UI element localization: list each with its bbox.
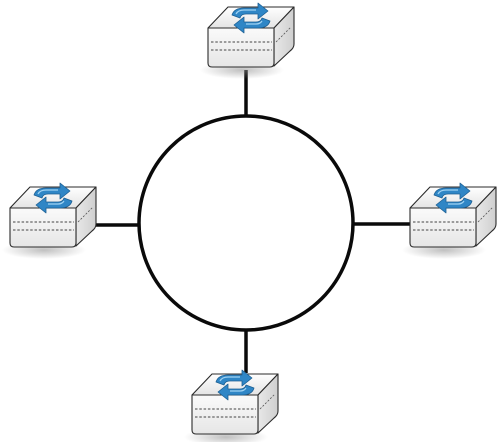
device-side-face (75, 186, 97, 247)
switch-right (402, 182, 497, 259)
device-front-face (409, 207, 477, 248)
device-front-face (207, 27, 275, 68)
switch-arrows-icon (33, 182, 73, 214)
switch-arrows-icon (231, 2, 271, 34)
ring-network (137, 114, 355, 332)
switch-arrows-icon (215, 369, 255, 401)
switch-arrows-icon (433, 182, 473, 214)
device-side-face (273, 6, 295, 67)
switch-top (200, 2, 295, 79)
device-front-face (191, 394, 259, 435)
switch-bottom (184, 369, 279, 442)
device-side-face (257, 373, 279, 434)
device-front-face (9, 207, 77, 248)
switch-left (2, 182, 97, 259)
device-side-face (475, 186, 497, 247)
